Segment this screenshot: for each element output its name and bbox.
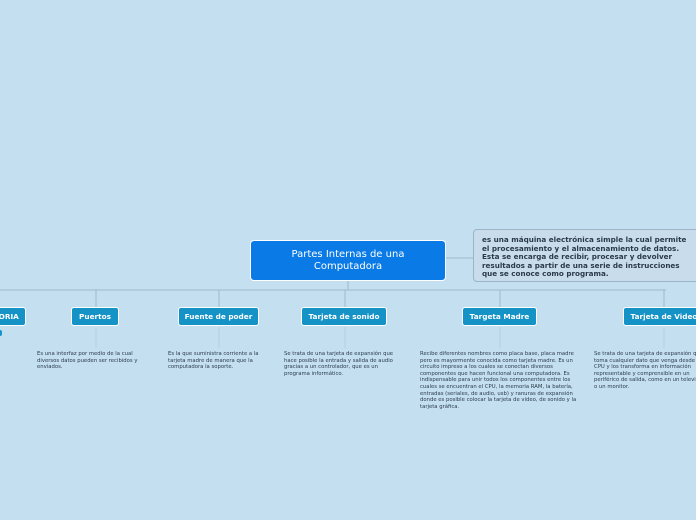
topic-puertos[interactable]: Puertos [71,307,119,326]
topic-tarjeta-de-sonido[interactable]: Tarjeta de sonido [301,307,387,326]
desc-tarjeta-de-video: Se trata de una tarjeta de expansión que… [594,351,696,390]
central-topic[interactable]: Partes Internas de una Computadora [250,240,446,281]
topic-memoria[interactable]: MEMORIA [0,307,26,326]
topic-fuente-label: Fuente de poder [184,312,253,321]
topic-sonido-label: Tarjeta de sonido [308,312,380,321]
desc-targeta-madre: Recibe diferentes nombres como placa bas… [420,351,577,410]
central-topic-label: Partes Internas de una Computadora [291,248,405,272]
topic-tarjeta-de-video[interactable]: Tarjeta de Video [623,307,696,326]
desc-puertos: Es una interfaz por medio de la cual div… [37,351,138,371]
topic-video-label: Tarjeta de Video [630,312,696,321]
collapse-toggle[interactable] [0,330,2,336]
topic-memoria-label: MEMORIA [0,312,19,321]
topic-targeta-madre[interactable]: Targeta Madre [462,307,537,326]
topic-puertos-label: Puertos [79,312,111,321]
desc-tarjeta-de-sonido: Se trata de una tarjeta de expansión que… [284,351,394,377]
note-definition[interactable]: es una máquina electrónica simple la cua… [473,229,696,282]
topic-madre-label: Targeta Madre [469,312,530,321]
desc-fuente-de-poder: Es la que suministra corriente a la tarj… [168,351,259,371]
topic-fuente-de-poder[interactable]: Fuente de poder [178,307,259,326]
